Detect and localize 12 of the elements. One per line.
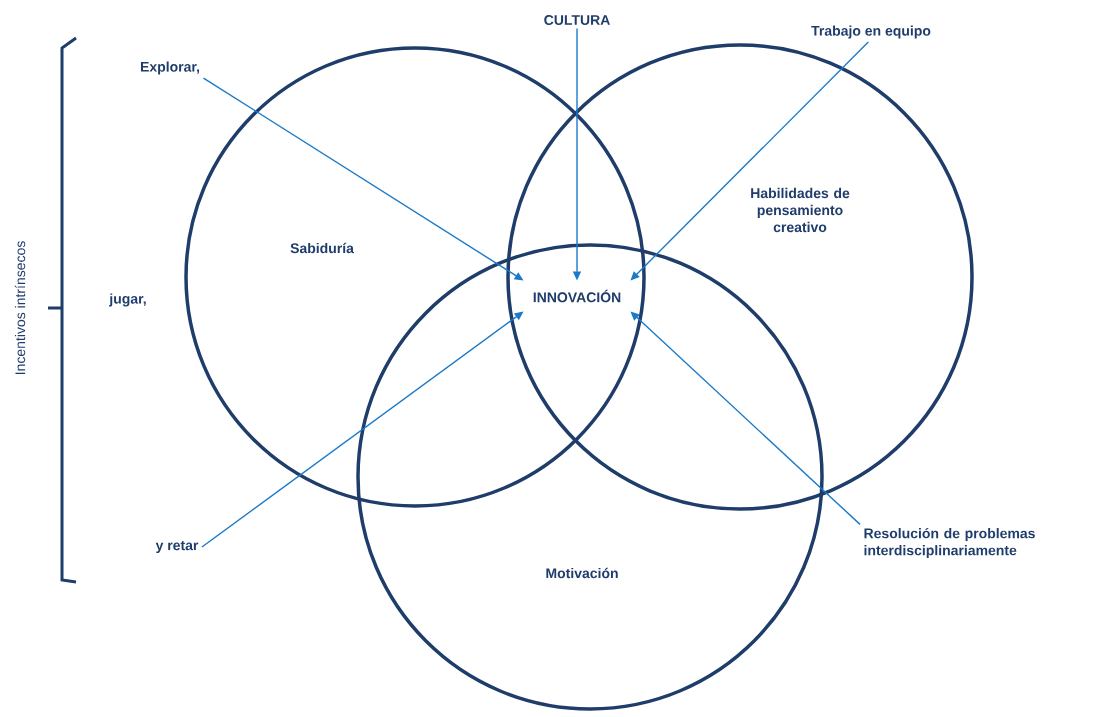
arrow [630,311,861,526]
circle-label: Motivación [546,567,618,579]
text-label: Trabajo en equipo [811,25,931,39]
text-label: jugar, [109,293,146,307]
center-label: INNOVACIÓN [533,289,621,303]
circle-label: Habilidades de pensamiento creativo [751,187,850,233]
text-label: Explorar, [141,61,200,75]
bracket-label: Incentivos intrínsecos [14,241,26,374]
text-label: y retar [155,540,199,553]
circle-label: Sabiduría [290,242,354,254]
text-label: CULTURA [544,15,610,25]
text-label: Resolución de problemas interdisciplinariamente [864,527,1035,559]
